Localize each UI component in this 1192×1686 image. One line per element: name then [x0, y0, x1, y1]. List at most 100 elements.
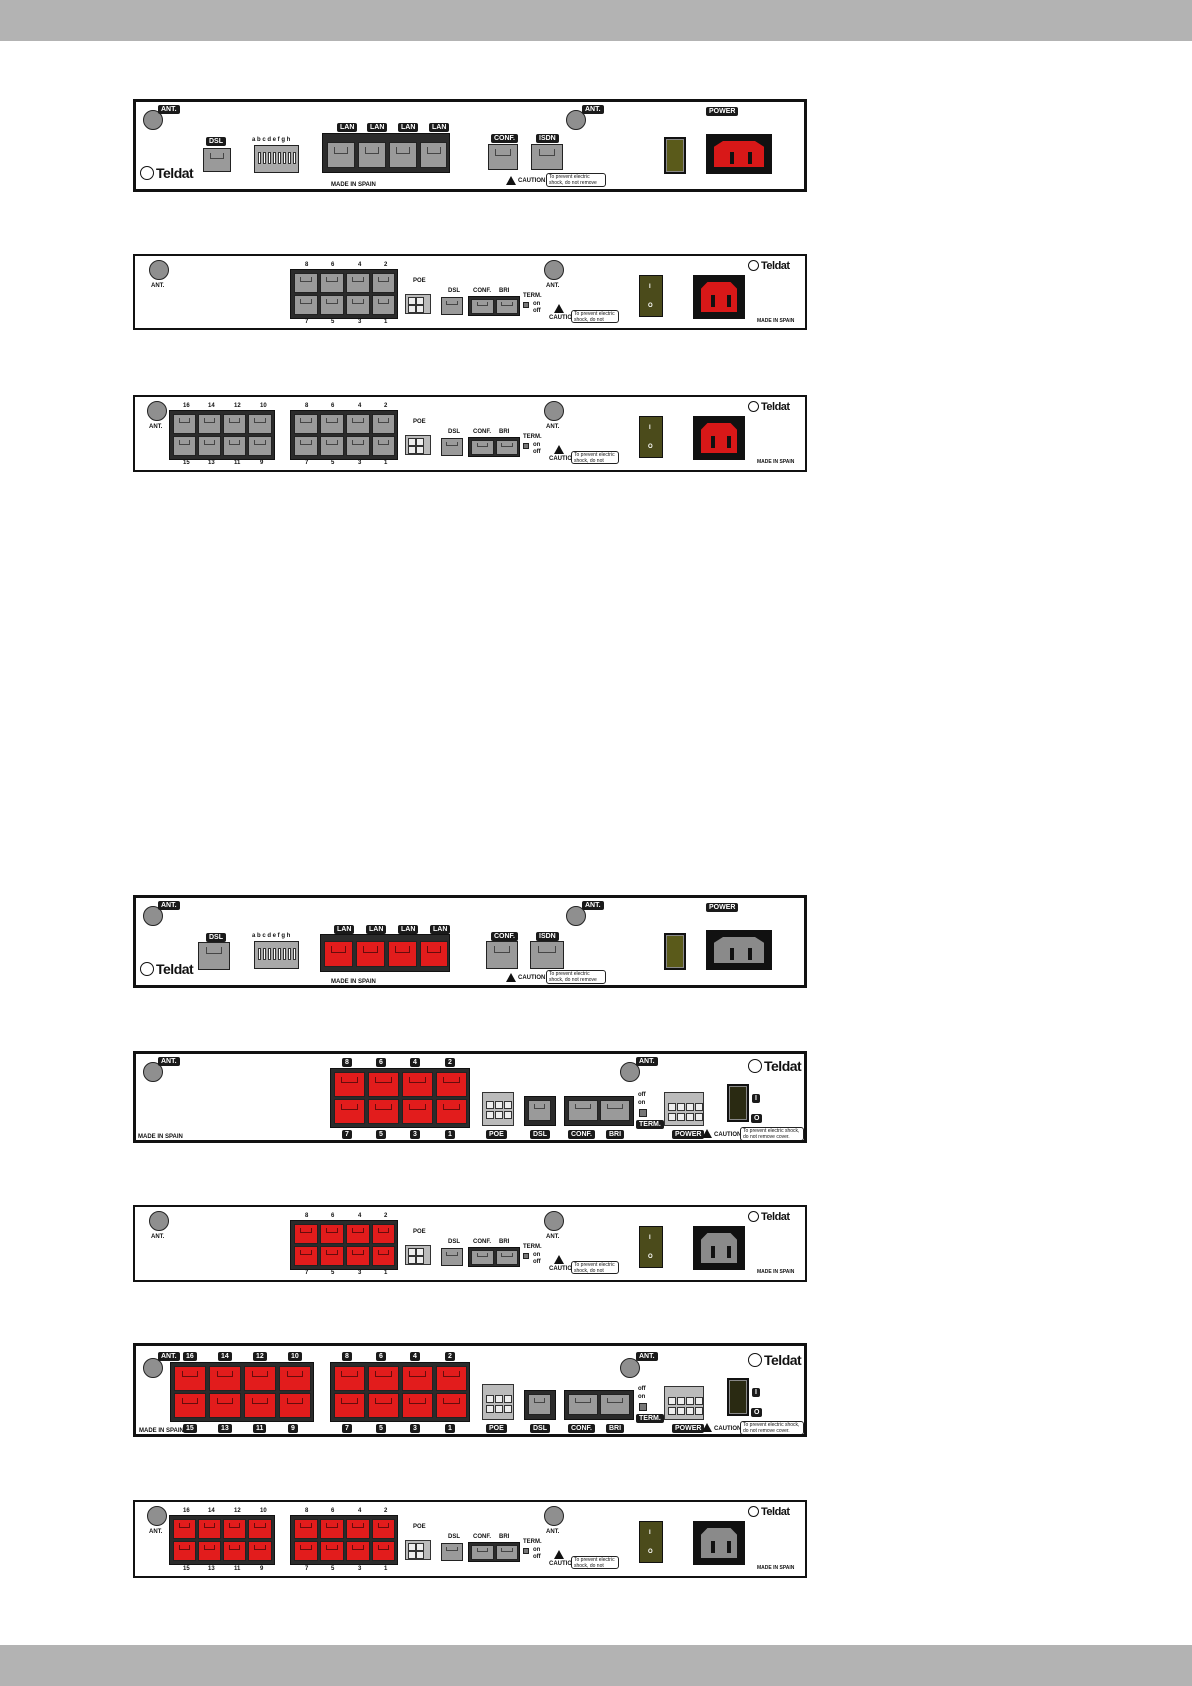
lan-port	[346, 273, 370, 293]
port-number: 7	[342, 1130, 352, 1139]
off-label: off	[638, 1386, 646, 1392]
teldat-logo: Teldat	[140, 961, 194, 977]
antenna-connector	[544, 260, 564, 280]
power-switch[interactable]: I O	[639, 416, 663, 458]
lan-port	[248, 1541, 272, 1561]
lan-port	[223, 436, 246, 456]
port-number: 10	[260, 403, 267, 409]
port-number: 4	[358, 1213, 362, 1219]
lan-port	[334, 1393, 365, 1418]
off-label: off	[533, 308, 541, 314]
dsl-port	[528, 1100, 551, 1121]
lan-port	[334, 1366, 365, 1391]
teldat-logo: Teldat	[748, 1211, 790, 1223]
lan-port	[436, 1099, 467, 1124]
lan-port	[279, 1393, 311, 1418]
port-number: 2	[384, 262, 388, 268]
bri-port	[496, 1545, 518, 1560]
port-number: 1	[445, 1130, 455, 1139]
lan-port	[244, 1366, 276, 1391]
switch-off-mark: O	[751, 1114, 763, 1123]
port-number: 16	[183, 403, 190, 409]
antenna-label: ANT.	[149, 1529, 163, 1535]
lan-label-2: LAN	[366, 925, 387, 934]
lan-port	[320, 1519, 344, 1539]
poe-label: POE	[486, 1130, 507, 1139]
lan-port	[223, 1519, 246, 1539]
term-switch[interactable]	[523, 1253, 529, 1259]
conf-port	[471, 440, 494, 455]
lan-label-2: LAN	[367, 123, 388, 132]
lan-label-1: LAN	[337, 123, 358, 132]
port-number: 9	[288, 1424, 298, 1433]
port-number: 6	[331, 262, 335, 268]
poe-connector	[405, 435, 431, 455]
port-number: 14	[218, 1352, 232, 1361]
dsl-port	[441, 1248, 463, 1266]
lan-port	[294, 1224, 318, 1244]
port-number: 13	[208, 1566, 215, 1572]
antenna-connector	[143, 1062, 163, 1082]
poe-label: POE	[413, 1229, 426, 1235]
term-label: TERM.	[523, 293, 542, 299]
brand-name: Teldat	[764, 1058, 802, 1074]
lan-port	[320, 1246, 344, 1266]
teldat-logo: Teldat	[748, 1352, 802, 1368]
lan-port	[294, 273, 318, 293]
term-switch[interactable]	[523, 302, 529, 308]
conf-label: CONF.	[473, 288, 491, 294]
lan-port	[334, 1099, 365, 1124]
router-rear-panel-1: ANT. DSL a b c d e f g h LAN LAN LAN LAN…	[133, 99, 807, 192]
conf-label: CONF.	[491, 134, 518, 143]
on-label: on	[533, 1252, 541, 1258]
term-switch[interactable]	[523, 443, 529, 449]
lan-port	[327, 142, 355, 168]
antenna-label: ANT.	[158, 901, 180, 910]
antenna-connector	[566, 906, 586, 926]
lan-port	[402, 1072, 433, 1097]
lan-port	[372, 1541, 395, 1561]
port-number: 10	[288, 1352, 302, 1361]
antenna-connector	[149, 1211, 169, 1231]
antenna-label: ANT.	[546, 283, 560, 289]
dsl-label: DSL	[206, 933, 226, 942]
power-switch[interactable]	[664, 137, 686, 174]
conf-port	[471, 1545, 494, 1560]
power-switch[interactable]: I O	[639, 1226, 663, 1268]
router-rear-panel-8: ANT. 16 14 12 10 15 13 11 9 8 6 4 2 7 5 …	[133, 1500, 807, 1578]
lan-port	[173, 436, 196, 456]
bri-port	[496, 299, 518, 314]
caution-note: To prevent electric shock, do not remove…	[740, 1421, 804, 1434]
term-switch[interactable]	[639, 1109, 647, 1117]
poe-label: POE	[413, 1524, 426, 1530]
port-number: 14	[208, 1508, 215, 1514]
power-switch[interactable]	[664, 933, 686, 970]
port-number: 9	[260, 460, 264, 466]
power-switch[interactable]: I O	[639, 275, 663, 317]
bri-port	[496, 440, 518, 455]
port-number: 1	[384, 319, 388, 325]
lan-port	[436, 1072, 467, 1097]
power-switch[interactable]	[727, 1084, 749, 1122]
port-number: 3	[358, 1566, 362, 1572]
off-label: off	[638, 1092, 646, 1098]
port-number: 11	[253, 1424, 267, 1433]
lan-port	[372, 436, 395, 456]
term-switch[interactable]	[639, 1403, 647, 1411]
power-label: POWER	[706, 903, 739, 912]
term-label: TERM.	[636, 1414, 664, 1423]
lan-port	[294, 295, 318, 315]
power-switch[interactable]	[727, 1378, 749, 1416]
lan-port	[173, 1541, 196, 1561]
page-header-bar	[0, 0, 1192, 41]
lan-port	[402, 1366, 433, 1391]
lan-port	[198, 436, 221, 456]
dip-switch-labels: a b c d e f g h	[252, 137, 291, 143]
poe-label: POE	[413, 419, 426, 425]
port-number: 3	[358, 460, 362, 466]
port-number: 1	[384, 1566, 388, 1572]
term-switch[interactable]	[523, 1548, 529, 1554]
antenna-label: ANT.	[546, 1529, 560, 1535]
power-switch[interactable]: I O	[639, 1521, 663, 1563]
bri-label: BRI	[606, 1130, 625, 1139]
